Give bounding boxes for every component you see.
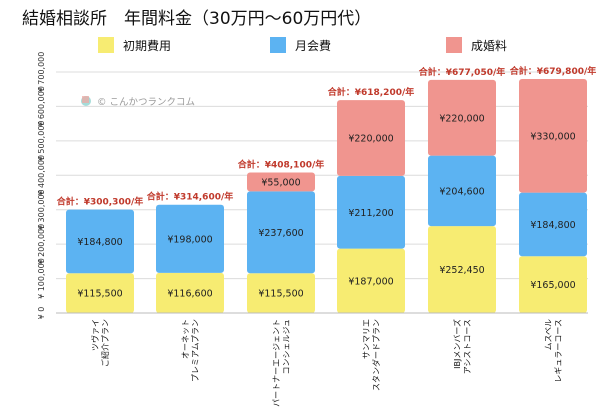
bar-total-label: 合計：¥679,800/年 bbox=[510, 65, 597, 77]
bar-value-label: ¥220,000 bbox=[439, 113, 484, 124]
bar-segment bbox=[247, 172, 315, 192]
bar-value-label: ¥184,800 bbox=[530, 220, 575, 231]
legend-swatch-3 bbox=[446, 37, 462, 53]
x-category-label: オーネット bbox=[181, 319, 190, 359]
bar-segment bbox=[428, 79, 496, 156]
bar-value-label: ¥211,200 bbox=[348, 208, 393, 219]
bar-value-label: ¥330,000 bbox=[530, 131, 575, 142]
x-category-label: アシストコース bbox=[463, 319, 472, 374]
y-tick-label: ¥ 500,000 bbox=[37, 120, 46, 161]
legend-label-2: 月会費 bbox=[295, 38, 331, 53]
x-category-label: ご紹介プラン bbox=[100, 319, 110, 367]
y-tick-label: ¥ 100,000 bbox=[37, 258, 46, 299]
y-tick-label: ¥ 700,000 bbox=[37, 52, 46, 93]
bar-value-label: ¥115,500 bbox=[258, 289, 303, 300]
bar-value-label: ¥55,000 bbox=[261, 177, 300, 188]
bar-segment bbox=[337, 175, 405, 249]
bar-segment bbox=[428, 226, 496, 313]
bar-segment bbox=[428, 155, 496, 227]
bar-total-label: 合計：¥408,100/年 bbox=[238, 158, 325, 170]
bar-value-label: ¥198,000 bbox=[167, 234, 212, 245]
x-category-label: レギュラーコース bbox=[554, 319, 563, 383]
x-category-label: ツヴァイ bbox=[90, 319, 100, 351]
bar-segment bbox=[337, 100, 405, 176]
bar-value-label: ¥187,000 bbox=[348, 276, 393, 287]
bar-segment bbox=[156, 272, 224, 313]
bar-segment bbox=[337, 248, 405, 313]
bar-value-label: ¥116,600 bbox=[167, 288, 212, 299]
legend-swatch-1 bbox=[98, 37, 114, 53]
bar-segment bbox=[247, 191, 315, 274]
watermark-text: © こんかつランクコム bbox=[97, 97, 195, 108]
bar-value-label: ¥204,600 bbox=[439, 186, 484, 197]
y-tick-label: ¥ 600,000 bbox=[37, 86, 46, 127]
bar-total-label: 合計：¥314,600/年 bbox=[147, 191, 234, 203]
bar-value-label: ¥252,450 bbox=[439, 265, 484, 276]
x-category-label: コンシェルジュ bbox=[282, 319, 291, 374]
bar-segment bbox=[519, 192, 587, 257]
bar-value-label: ¥237,600 bbox=[258, 228, 303, 239]
bar-value-label: ¥184,800 bbox=[77, 237, 122, 248]
x-category-label: サンマリエ bbox=[362, 319, 371, 359]
bar-segment bbox=[66, 209, 134, 274]
bar-value-label: ¥220,000 bbox=[348, 134, 393, 145]
y-tick-label: ¥ 200,000 bbox=[37, 224, 46, 265]
y-tick-label: ¥ 300,000 bbox=[37, 189, 46, 230]
x-category-label: IBJメンバーズ bbox=[452, 319, 462, 369]
bar-segment bbox=[519, 256, 587, 313]
legend-label-1: 初期費用 bbox=[123, 38, 171, 53]
bar-total-label: 合計：¥677,050/年 bbox=[419, 66, 506, 78]
watermark-logo-shape bbox=[82, 96, 89, 103]
legend-label-3: 成婚料 bbox=[471, 39, 507, 53]
x-category-label: パートナーエージェント bbox=[272, 319, 281, 407]
x-category-label: スタンダードプラン bbox=[371, 319, 381, 391]
y-tick-label: ¥ 400,000 bbox=[37, 155, 46, 196]
bar-value-label: ¥115,500 bbox=[77, 289, 122, 300]
y-tick-label: ¥ 0 bbox=[37, 307, 46, 320]
bar-total-label: 合計：¥618,200/年 bbox=[328, 86, 415, 98]
bar-segment bbox=[247, 273, 315, 313]
bar-segment bbox=[519, 78, 587, 193]
bar-total-label: 合計：¥300,300/年 bbox=[57, 196, 144, 208]
chart-title: 結婚相談所 年間料金（30万円〜60万円代） bbox=[22, 9, 371, 29]
bar-segment bbox=[156, 204, 224, 273]
bar-value-label: ¥165,000 bbox=[530, 280, 575, 291]
bar-segment bbox=[66, 273, 134, 313]
x-category-label: プレミアムプラン bbox=[191, 319, 200, 382]
x-category-label: ムスベル bbox=[544, 319, 553, 350]
legend-swatch-2 bbox=[270, 37, 286, 53]
